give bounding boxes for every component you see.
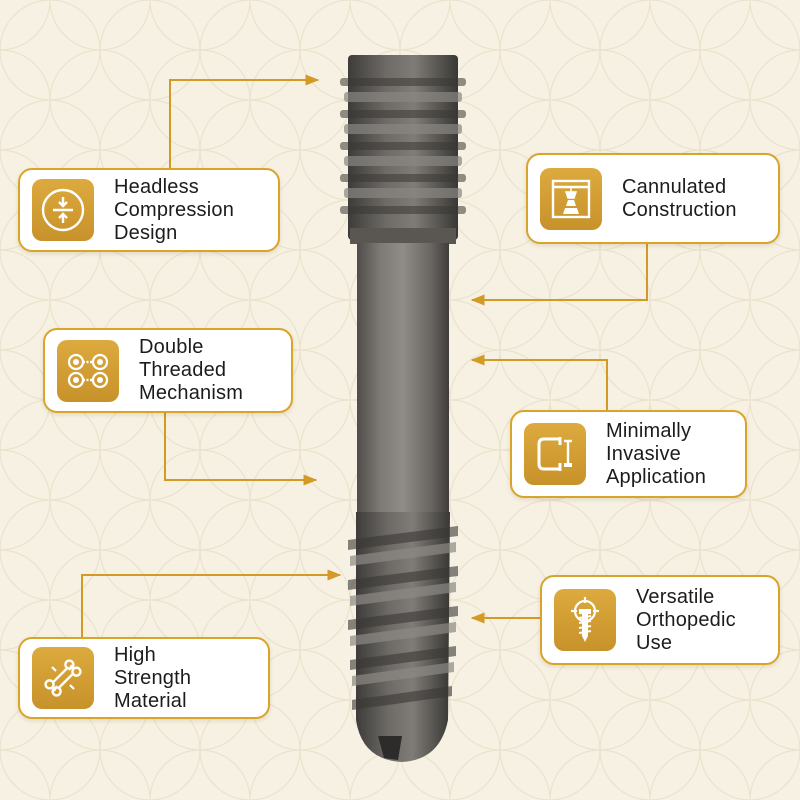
compress-arrows-icon bbox=[32, 179, 94, 241]
connector-lines bbox=[81, 74, 648, 637]
screw-target-icon bbox=[554, 589, 616, 651]
callout-label: Double Threaded Mechanism bbox=[139, 336, 244, 404]
callout-headless-compression: Headless Compression Design bbox=[18, 168, 280, 252]
callout-minimally-invasive: Minimally Invasive Application bbox=[510, 410, 747, 498]
callout-label: Headless Compression Design bbox=[114, 175, 235, 244]
callout-label: High Strength Material bbox=[114, 643, 192, 712]
callout-label: Cannulated Construction bbox=[622, 175, 737, 221]
bone-icon bbox=[32, 647, 94, 709]
connector-cannulated bbox=[470, 244, 648, 306]
drill-frame-icon bbox=[540, 167, 602, 230]
screw-head bbox=[340, 55, 466, 244]
c-clamp-icon bbox=[524, 423, 586, 485]
callout-label: Versatile Orthopedic Use bbox=[636, 585, 736, 654]
callout-versatile-orthopedic: Versatile Orthopedic Use bbox=[540, 575, 780, 665]
screw-shaft bbox=[357, 243, 449, 513]
screw-tip bbox=[348, 512, 458, 762]
connector-headless bbox=[169, 74, 320, 168]
double-thread-icon bbox=[57, 339, 119, 402]
connector-double-thread bbox=[164, 413, 318, 486]
callout-cannulated-construction: Cannulated Construction bbox=[526, 153, 780, 244]
callout-double-threaded: Double Threaded Mechanism bbox=[43, 328, 293, 413]
callout-label: Minimally Invasive Application bbox=[606, 419, 707, 488]
callout-high-strength: High Strength Material bbox=[18, 637, 270, 719]
connector-minimally-invasive bbox=[470, 354, 608, 410]
connector-high-strength bbox=[81, 569, 342, 637]
